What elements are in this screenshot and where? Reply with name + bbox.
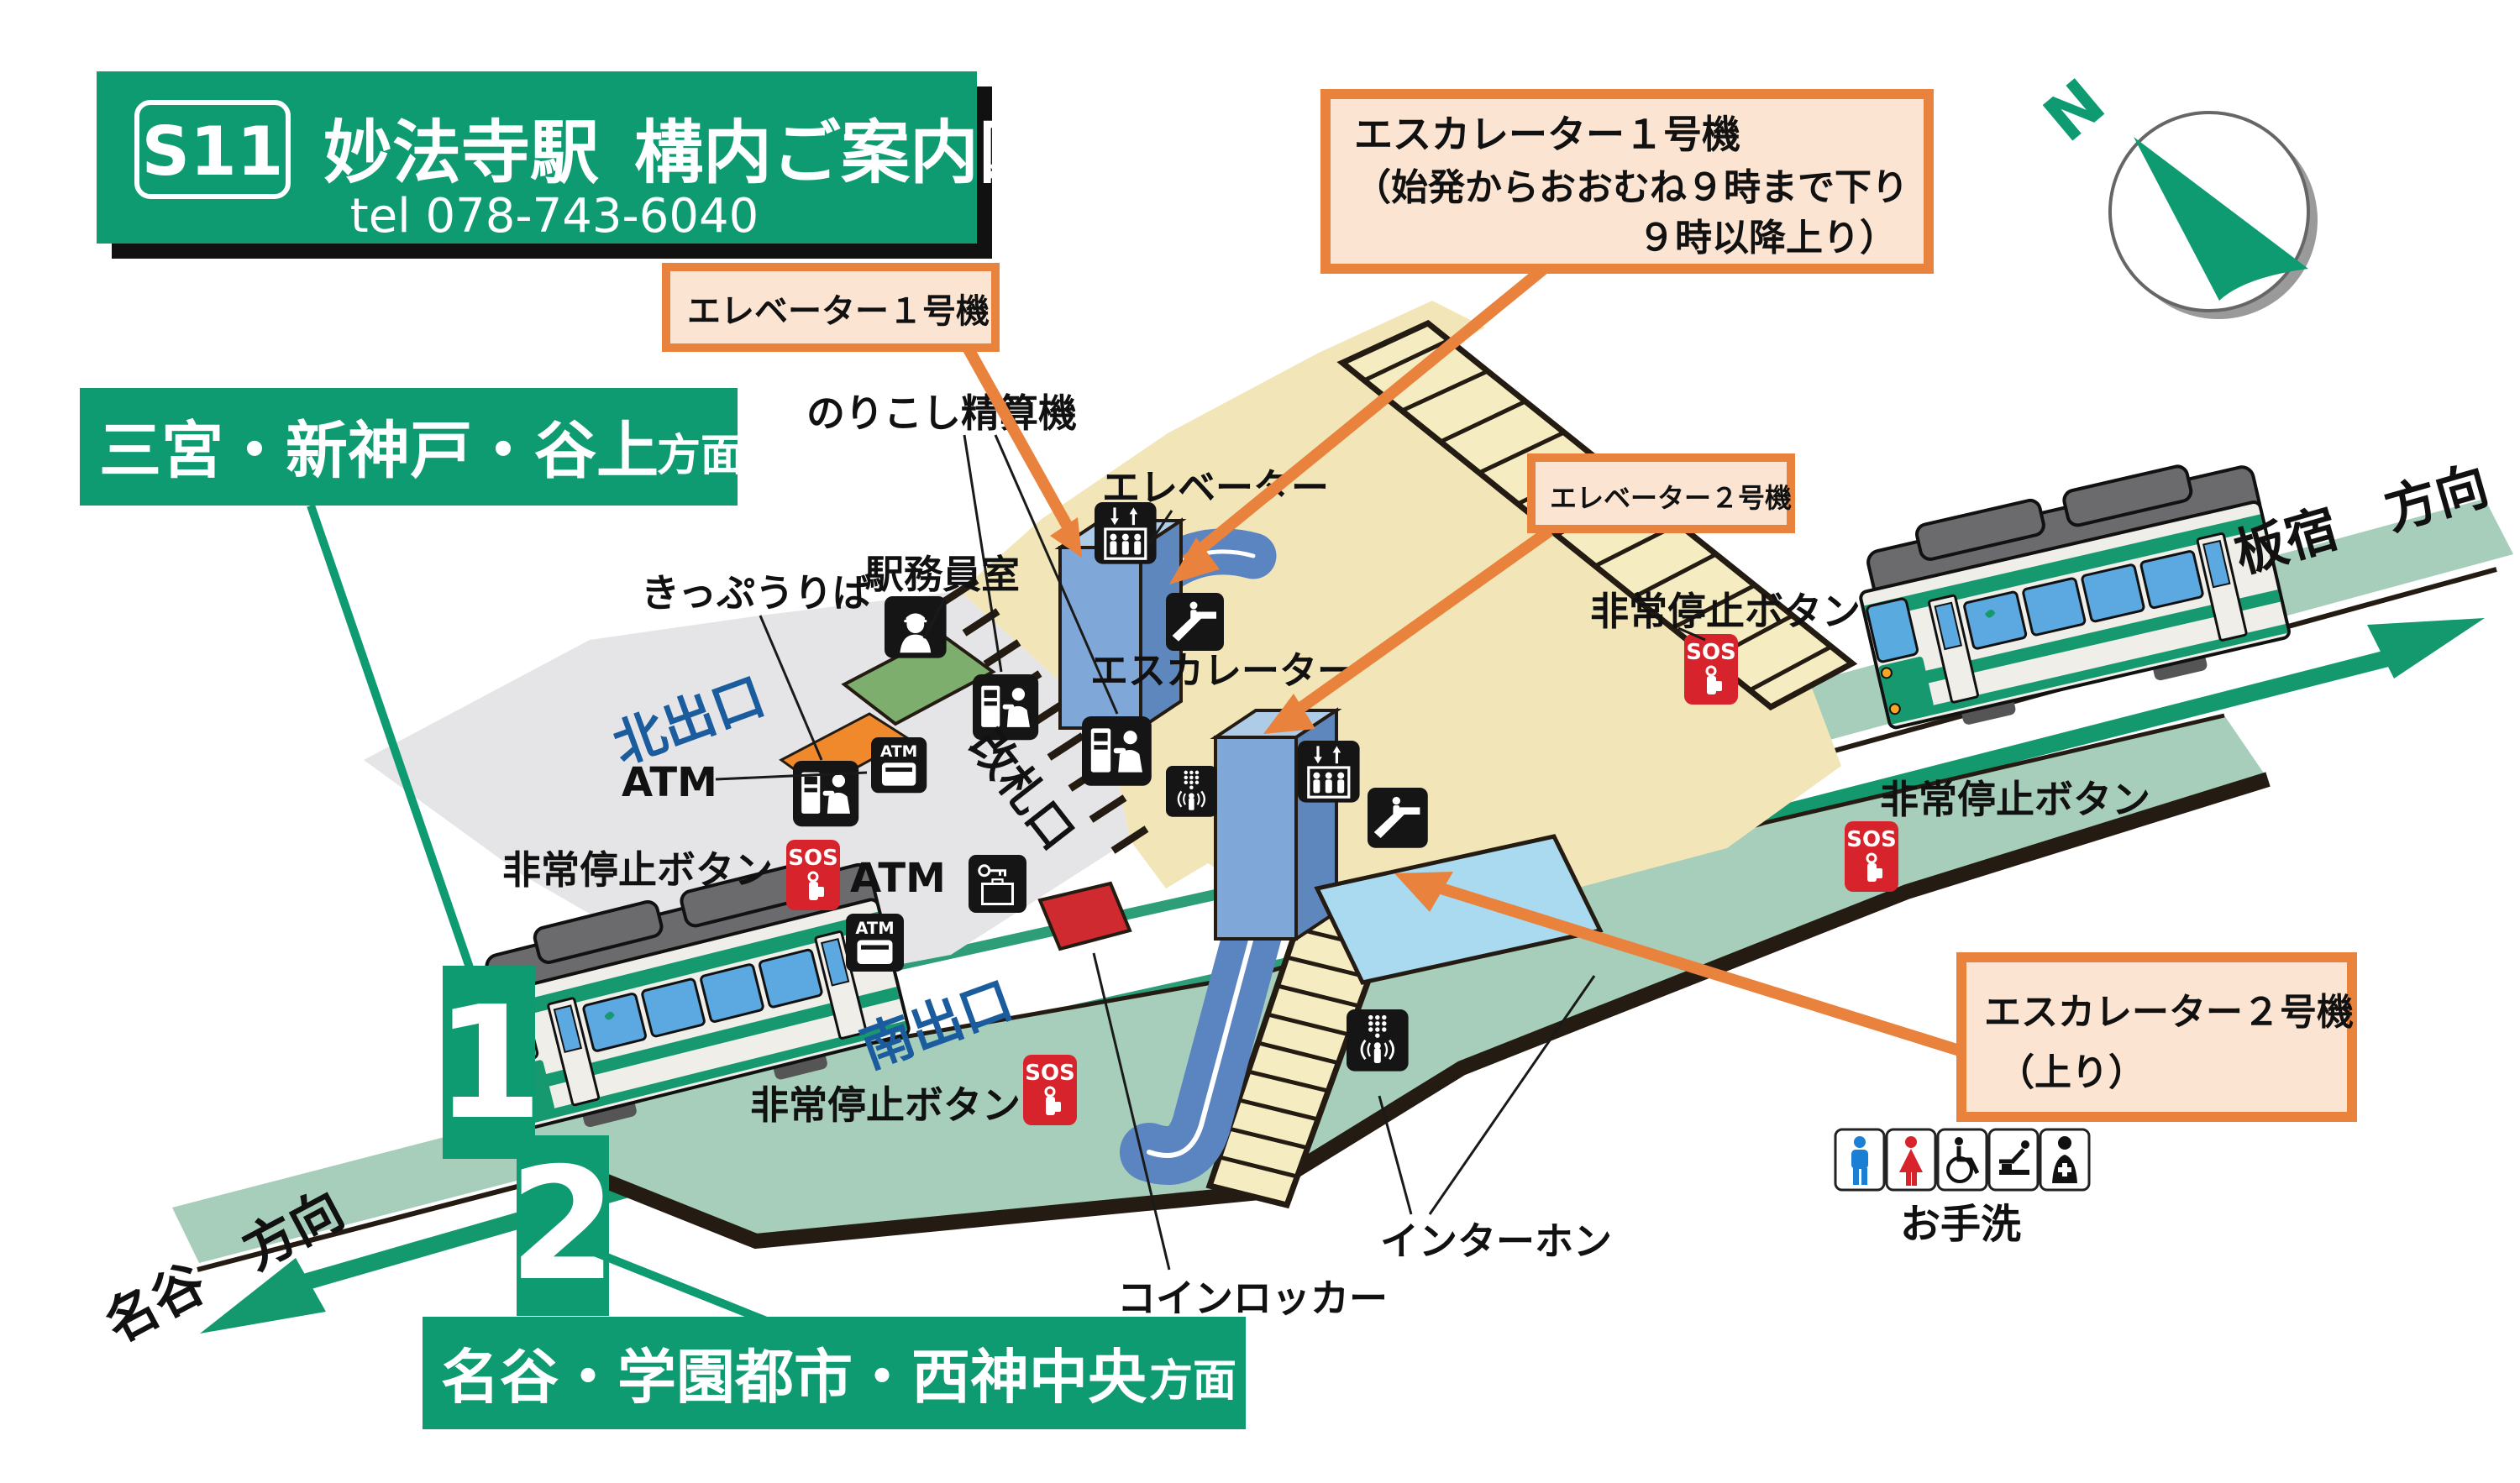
sos-icon-north — [785, 838, 842, 912]
escalator2-line2: （上り） — [1998, 1051, 2145, 1094]
platform-canopy — [1314, 834, 1604, 985]
elevator-tower-1 — [1054, 517, 1187, 731]
emergency-stop-label-platform-east: 非常停止ボタン — [1880, 777, 2150, 822]
atm-label-2: ATM — [850, 855, 946, 902]
callout-connectors — [962, 264, 1965, 1057]
platform-1-sign: 1 — [435, 966, 543, 1159]
station-title: 妙法寺駅構内ご案内図 — [323, 113, 1047, 193]
direction-box-sannomiya: 三宮・新神戸・谷上 方面 — [80, 388, 744, 506]
callout-escalator1: エスカレーター１号機 （始発からおおむね９時まで下り ９時以降上り） — [1320, 89, 1934, 274]
escalator-label: エスカレーター — [1090, 648, 1355, 693]
station-code: S11 — [142, 113, 284, 191]
callout-escalator2: エスカレーター２号機 （上り） — [1956, 952, 2357, 1122]
platform-edge — [568, 772, 2271, 1250]
connector-escalator2 — [1417, 876, 1965, 1057]
escalator1-line3: ９時以降上り） — [1638, 217, 1897, 259]
ticket-office-label: きっぷうりば — [641, 570, 871, 616]
escalator1-line2: （始発からおおむね９時まで下り — [1354, 166, 1908, 209]
emergency-stop-label-platform-west: 非常停止ボタン — [750, 1082, 1021, 1128]
compass: N — [2029, 65, 2318, 319]
norikoshi-label: のりこし精算機 — [806, 390, 1077, 436]
arrowhead-escalator2 — [1394, 872, 1453, 912]
callout-elevator2: エレベーター２号機 — [1527, 453, 1795, 533]
connector-elevator1 — [962, 344, 1078, 537]
sos-icon-platform-east — [1843, 820, 1900, 893]
emergency-stop-label-north: 非常停止ボタン — [502, 847, 773, 893]
toilet-baby-icon — [1987, 1128, 2040, 1192]
arrowhead-elevator2 — [1263, 694, 1315, 734]
toilet-icons — [1834, 1128, 2091, 1192]
myodani-arrow — [200, 1258, 326, 1334]
fare-adjustment-machine-icon-2 — [1082, 716, 1152, 786]
emergency-stop-label-track-east: 非常停止ボタン — [1590, 589, 1861, 634]
elevator-icon-1 — [1093, 500, 1158, 566]
atm-label-1: ATM — [622, 759, 717, 806]
escalator-icon-2 — [1368, 788, 1428, 848]
direction-box-seishin: 名谷・学園都市・西神中央 方面 — [423, 1317, 1246, 1429]
sannomiya-suffix: 方面 — [657, 431, 744, 481]
toilet-women-icon — [1885, 1128, 1937, 1192]
toilet-men-icon — [1834, 1128, 1886, 1192]
atm-icon-1 — [871, 737, 927, 794]
itayado-arrow — [2367, 618, 2485, 679]
elevator-icon-2 — [1296, 739, 1362, 804]
arrowhead-escalator1 — [1169, 537, 1220, 584]
platform-escalator — [1120, 861, 1294, 1185]
sos-icon-track-east — [1683, 632, 1740, 706]
toilet-wheelchair-icon — [1936, 1128, 1988, 1192]
platform-2-number: 2 — [509, 1134, 617, 1315]
staff-room-icon — [885, 596, 947, 658]
intercom-icon-1 — [1164, 764, 1218, 818]
ticket-machine-icon-1 — [793, 761, 859, 827]
coin-locker-icon — [967, 853, 1028, 914]
escalator1-line1: エスカレーター１号機 — [1354, 112, 1740, 157]
toilet-nursing-icon — [2039, 1128, 2091, 1192]
station-tel: tel 078-743-6040 — [350, 189, 759, 244]
platform-1-number: 1 — [435, 972, 543, 1154]
compass-needle — [2134, 137, 2308, 301]
escalator-icon-1 — [1166, 593, 1224, 651]
map-title: 構内ご案内図 — [634, 113, 1047, 193]
connector-platform2-seishin — [591, 1247, 783, 1331]
sannomiya-text: 三宮・新神戸・谷上 — [99, 415, 659, 487]
escalator2-line1: エスカレーター２号機 — [1984, 991, 2354, 1034]
sos-icon-platform-west — [1021, 1053, 1079, 1127]
staff-room-label: 駅務員室 — [865, 552, 1020, 597]
connector-elevator2 — [1281, 526, 1554, 724]
toilet-label: お手洗 — [1900, 1201, 2021, 1248]
coin-locker-label: コインロッカー — [1117, 1276, 1388, 1321]
atm-icon-2 — [846, 914, 904, 972]
station-name: 妙法寺駅 — [323, 113, 599, 193]
title-box: S11 妙法寺駅構内ご案内図 tel 078-743-6040 — [97, 71, 1047, 259]
callout-elevator1: エレベーター１号機 — [662, 263, 1000, 352]
platform-2-sign: 2 — [509, 1134, 617, 1316]
interphone-label: インターホン — [1380, 1218, 1612, 1264]
pointer-lines — [715, 434, 1706, 1271]
seishin-text: 名谷・学園都市・西神中央 — [441, 1343, 1147, 1412]
arrowhead-elevator1 — [1050, 517, 1082, 558]
connector-escalator1 — [1182, 264, 1548, 566]
elevator1-text: エレベーター１号機 — [687, 292, 990, 331]
elevator2-text: エレベーター２号機 — [1550, 482, 1792, 514]
coin-lockers — [1037, 881, 1132, 951]
connector-sannomiya-platform1 — [307, 504, 475, 972]
station-code-badge — [134, 100, 291, 199]
seishin-suffix: 方面 — [1149, 1356, 1236, 1407]
intercom-icon-2 — [1345, 1008, 1410, 1072]
